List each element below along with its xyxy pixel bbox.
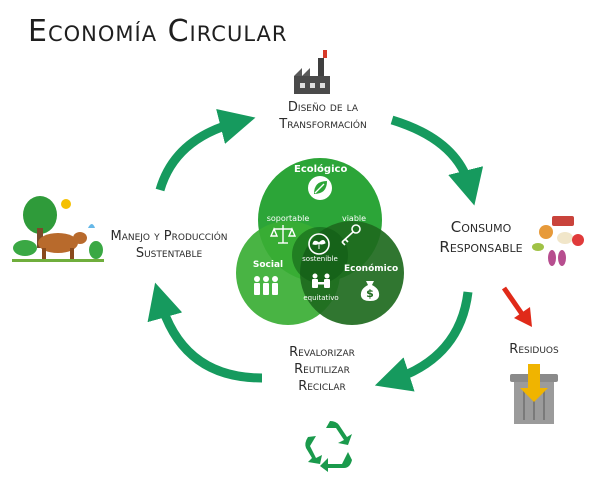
venn-label-soportable: soportable xyxy=(266,214,310,223)
factory-icon xyxy=(294,50,330,94)
food-icon xyxy=(532,216,584,266)
sprout-icon xyxy=(308,233,330,255)
venn-label-economico: Económico xyxy=(344,264,399,274)
arrow-to-manejo xyxy=(147,282,263,383)
leaf-icon xyxy=(308,176,332,200)
venn-label-social: Social xyxy=(252,260,284,270)
money-bag-icon: $ xyxy=(360,281,380,301)
trash-bin-icon xyxy=(510,364,558,424)
stage-consumo: Consumo Responsable xyxy=(439,218,523,256)
venn-label-ecologico: Ecológico xyxy=(294,164,348,175)
handshake-icon xyxy=(312,273,330,288)
red-arrow-head xyxy=(514,307,532,327)
key-icon xyxy=(341,224,361,246)
arrow-to-revalorizar xyxy=(374,291,473,392)
stage-revalorizar: Revalorizar Reutilizar Reciclar xyxy=(289,345,355,394)
venn-label-sostenible: sostenible xyxy=(302,255,338,263)
venn-label-equitativo: equitativo xyxy=(303,294,339,302)
recycle-icon xyxy=(305,421,352,472)
venn-label-viable: viable xyxy=(341,214,367,223)
stage-residuos: Residuos xyxy=(509,342,559,357)
stage-diseno: Diseño de la Transformación xyxy=(279,100,367,132)
venn-center xyxy=(292,227,348,283)
farm-cow-icon xyxy=(12,196,104,262)
arrow-to-diseno xyxy=(155,108,256,192)
red-arrow xyxy=(501,286,525,316)
page-title: Economía Circular xyxy=(28,14,288,49)
venn-diagram: $ xyxy=(236,158,404,325)
arrow-to-consumo xyxy=(390,115,484,206)
stage-manejo: Manejo y Producción Sustentable xyxy=(110,229,228,261)
scale-icon xyxy=(269,225,297,244)
svg-text:$: $ xyxy=(366,287,374,300)
people-icon xyxy=(254,276,278,295)
